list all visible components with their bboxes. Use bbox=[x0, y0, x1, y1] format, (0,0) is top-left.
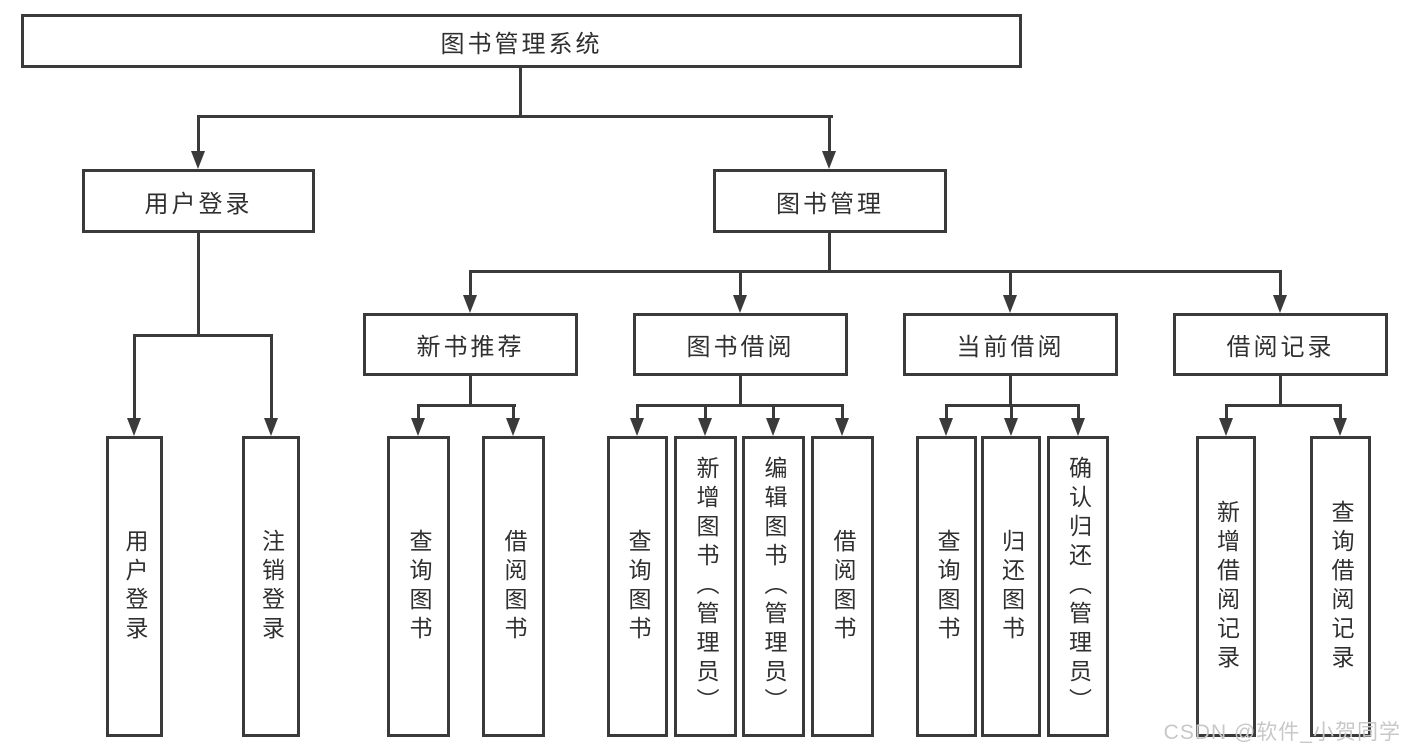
arrow-down-icon bbox=[1004, 418, 1018, 436]
connector-drop-cb-query bbox=[945, 404, 948, 421]
connector-drop-br-add bbox=[1225, 404, 1228, 421]
arrow-down-icon bbox=[1003, 295, 1017, 313]
leaf-recommend-query-books-label: 查询图书 bbox=[406, 528, 432, 645]
arrow-down-icon bbox=[1333, 418, 1347, 436]
connector-drop-leaf-logout bbox=[270, 334, 273, 420]
node-book-borrow-label: 图书借阅 bbox=[686, 334, 795, 361]
connector-current-borrow-stem bbox=[1009, 376, 1012, 407]
connector-drop-recommend-query bbox=[417, 404, 420, 421]
arrow-down-icon bbox=[630, 418, 644, 436]
leaf-recommend-borrow-books: 借阅图书 bbox=[482, 436, 545, 737]
leaf-borrow-books-label: 借阅图书 bbox=[830, 528, 856, 645]
connector-borrow-records-bus bbox=[1225, 404, 1342, 407]
connector-drop-user-login bbox=[197, 115, 200, 154]
leaf-return-books: 归还图书 bbox=[981, 436, 1041, 737]
leaf-recommend-borrow-books-label: 借阅图书 bbox=[501, 528, 527, 645]
node-current-borrow: 当前借阅 bbox=[903, 313, 1118, 376]
connector-root-bus bbox=[197, 115, 833, 118]
leaf-add-borrow-record: 新增借阅记录 bbox=[1196, 436, 1256, 737]
arrow-down-icon bbox=[939, 418, 953, 436]
leaf-logout: 注销登录 bbox=[242, 436, 300, 737]
leaf-borrow-query-books: 查询图书 bbox=[607, 436, 668, 737]
leaf-borrow-books: 借阅图书 bbox=[811, 436, 874, 737]
node-book-management-label: 图书管理 bbox=[776, 190, 884, 218]
arrow-down-icon bbox=[264, 418, 278, 436]
leaf-query-borrow-record-label: 查询借阅记录 bbox=[1328, 499, 1354, 674]
connector-book-borrow-bus bbox=[636, 404, 844, 407]
connector-drop-bb-add bbox=[704, 404, 707, 421]
leaf-user-login: 用户登录 bbox=[106, 436, 163, 737]
arrow-down-icon bbox=[835, 418, 849, 436]
connector-drop-cb-confirm bbox=[1077, 404, 1080, 421]
node-user-login-label: 用户登录 bbox=[144, 190, 253, 218]
connector-drop-current-borrow bbox=[1009, 270, 1012, 297]
arrow-down-icon bbox=[733, 295, 747, 313]
arrow-down-icon bbox=[506, 418, 520, 436]
leaf-return-books-label: 归还图书 bbox=[998, 528, 1025, 645]
connector-recommend-bus bbox=[417, 404, 516, 407]
node-root: 图书管理系统 bbox=[21, 14, 1022, 68]
connector-root-stem bbox=[519, 68, 522, 118]
connector-drop-borrow-records bbox=[1279, 270, 1282, 297]
connector-borrow-records-stem bbox=[1279, 376, 1282, 407]
node-new-book-recommend: 新书推荐 bbox=[363, 313, 578, 376]
leaf-recommend-query-books: 查询图书 bbox=[387, 436, 450, 737]
connector-drop-cb-return bbox=[1010, 404, 1013, 421]
arrow-down-icon bbox=[411, 418, 425, 436]
leaf-current-query-books: 查询图书 bbox=[916, 436, 977, 737]
node-borrow-records: 借阅记录 bbox=[1173, 313, 1388, 376]
arrow-down-icon bbox=[1071, 418, 1085, 436]
leaf-add-books-admin-label: 新增图书（管理员） bbox=[693, 456, 719, 717]
leaf-edit-books-admin: 编辑图书（管理员） bbox=[742, 436, 805, 737]
arrow-down-icon bbox=[766, 418, 780, 436]
arrow-down-icon bbox=[463, 295, 477, 313]
leaf-query-borrow-record: 查询借阅记录 bbox=[1310, 436, 1371, 737]
arrow-down-icon bbox=[1273, 295, 1287, 313]
leaf-add-borrow-record-label: 新增借阅记录 bbox=[1213, 499, 1240, 674]
node-book-management: 图书管理 bbox=[713, 169, 947, 233]
leaf-add-books-admin: 新增图书（管理员） bbox=[674, 436, 737, 737]
connector-user-login-stem bbox=[197, 233, 200, 336]
connector-drop-leaf-user-login bbox=[133, 334, 136, 420]
leaf-logout-label: 注销登录 bbox=[258, 528, 285, 645]
connector-book-management-bus bbox=[469, 270, 1282, 273]
connector-drop-bb-borrow bbox=[841, 404, 844, 421]
node-book-borrow: 图书借阅 bbox=[633, 313, 848, 376]
connector-user-login-bus bbox=[133, 334, 273, 337]
leaf-edit-books-admin-label: 编辑图书（管理员） bbox=[761, 456, 787, 717]
connector-book-borrow-stem bbox=[739, 376, 742, 407]
connector-drop-bb-query bbox=[636, 404, 639, 421]
arrow-down-icon bbox=[822, 151, 836, 169]
node-root-label: 图书管理系统 bbox=[440, 30, 603, 58]
connector-book-management-stem bbox=[828, 233, 831, 273]
arrow-down-icon bbox=[127, 418, 141, 436]
node-current-borrow-label: 当前借阅 bbox=[956, 334, 1065, 361]
node-new-book-recommend-label: 新书推荐 bbox=[416, 334, 525, 361]
leaf-current-query-books-label: 查询图书 bbox=[934, 528, 960, 645]
node-user-login: 用户登录 bbox=[82, 169, 315, 233]
leaf-confirm-return-admin-label: 确认归还（管理员） bbox=[1065, 456, 1092, 717]
connector-drop-recommend-borrow bbox=[512, 404, 515, 421]
leaf-borrow-query-books-label: 查询图书 bbox=[625, 528, 651, 645]
connector-drop-bb-edit bbox=[772, 404, 775, 421]
leaf-user-login-label: 用户登录 bbox=[122, 528, 148, 645]
csdn-watermark: CSDN @软件_小贺同学 bbox=[1163, 721, 1401, 744]
node-borrow-records-label: 借阅记录 bbox=[1226, 334, 1335, 361]
arrow-down-icon bbox=[698, 418, 712, 436]
connector-drop-book-borrow bbox=[739, 270, 742, 297]
arrow-down-icon bbox=[191, 151, 205, 169]
connector-drop-br-query bbox=[1339, 404, 1342, 421]
leaf-confirm-return-admin: 确认归还（管理员） bbox=[1047, 436, 1109, 737]
connector-drop-book-management bbox=[828, 115, 831, 154]
connector-drop-new-book-recommend bbox=[469, 270, 472, 297]
arrow-down-icon bbox=[1219, 418, 1233, 436]
connector-recommend-stem bbox=[469, 376, 472, 407]
